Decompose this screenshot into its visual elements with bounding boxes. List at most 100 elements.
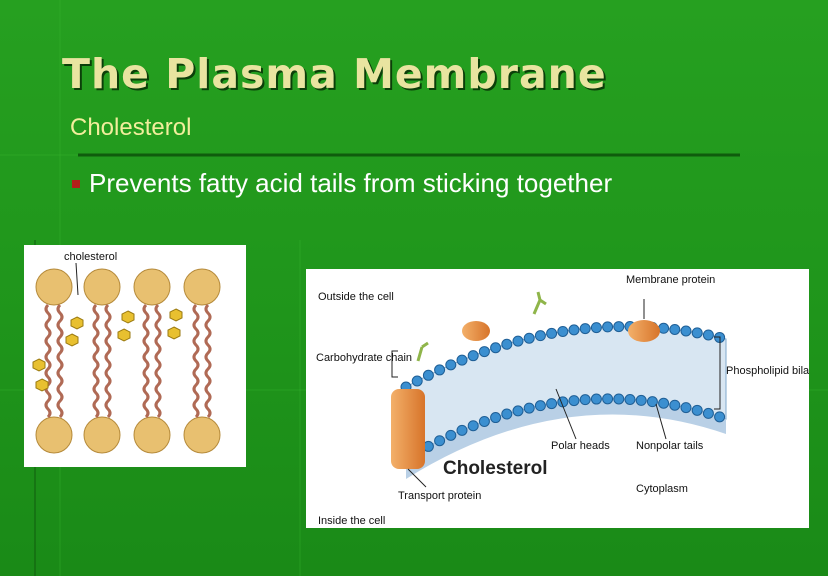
cholesterol-figure-label: Cholesterol (443, 458, 548, 479)
bullet-square-icon (72, 179, 80, 188)
fatty-acid-tail (104, 303, 112, 419)
polar-head (490, 342, 502, 354)
cholesterol-label: cholesterol (64, 251, 117, 263)
polar-head (691, 327, 703, 339)
phospholipid-head (133, 268, 171, 306)
polar-head (680, 402, 692, 414)
membrane-protein-right (628, 320, 660, 342)
polar-head (546, 327, 558, 339)
polar-head (478, 415, 490, 427)
polar-head (456, 424, 468, 436)
transport-protein-pointer (407, 468, 427, 488)
phospholipid-head (83, 416, 121, 454)
polar-head (478, 346, 490, 358)
polar-head (602, 393, 614, 405)
fatty-acid-tail (204, 303, 212, 419)
phospholipid-tails (44, 303, 212, 419)
polar-head (501, 408, 513, 420)
polar-heads-pointer (555, 388, 577, 440)
carbohydrate-chain-label: Carbohydrate chain (316, 352, 412, 364)
polar-head (658, 322, 670, 334)
bullet-text: Prevents fatty acid tails from sticking … (89, 168, 613, 198)
polar-head (602, 321, 614, 333)
fatty-acid-tail (142, 303, 150, 419)
polar-head (669, 399, 681, 411)
polar-head (702, 407, 714, 419)
polar-head (490, 412, 502, 424)
polar-heads-top (400, 321, 726, 393)
membrane-protein-label: Membrane protein (626, 274, 715, 286)
phospholipid-head (183, 416, 221, 454)
polar-head (467, 350, 479, 362)
polar-heads-bottom (400, 393, 726, 465)
polar-head (658, 397, 670, 409)
polar-head (714, 411, 726, 423)
polar-head (534, 330, 546, 342)
nonpolar-tails-pointer (655, 403, 667, 440)
polar-head (523, 402, 535, 414)
cholesterol-ring (35, 378, 49, 392)
cholesterol-ring (121, 310, 135, 324)
polar-head (646, 396, 658, 408)
cholesterol-ring (117, 328, 131, 342)
phospholipid-head (35, 416, 73, 454)
polar-head (624, 394, 636, 405)
polar-head (579, 323, 591, 335)
polar-head (680, 325, 692, 337)
slide-subtitle: Cholesterol (70, 114, 192, 141)
phospholipid-head (83, 268, 121, 306)
polar-head (434, 364, 446, 376)
transport-protein-label: Transport protein (398, 490, 481, 502)
polar-head (467, 420, 479, 432)
cholesterol-ring (65, 333, 79, 347)
outside-label: Outside the cell (318, 291, 394, 303)
polar-head (568, 324, 580, 336)
nonpolar-tails-label: Nonpolar tails (636, 440, 704, 452)
phospholipid-head (183, 268, 221, 306)
cytoplasm-label: Cytoplasm (636, 483, 688, 495)
polar-head (434, 435, 446, 447)
polar-head (557, 325, 569, 337)
polar-head (613, 393, 625, 405)
cholesterol-rings (32, 308, 183, 392)
polar-head (691, 404, 703, 416)
cholesterol-pointer (75, 262, 79, 296)
polar-head (523, 332, 535, 344)
polar-head (456, 354, 468, 366)
polar-head (568, 395, 580, 407)
polar-head (411, 375, 423, 387)
membrane-protein-left (462, 321, 490, 341)
bilayer-bracket (714, 336, 721, 410)
cholesterol-ring (169, 308, 183, 322)
plasma-membrane-figure: Outside the cell Membrane protein Carboh… (306, 269, 809, 528)
fatty-acid-tail (56, 303, 64, 419)
cholesterol-ring (32, 358, 46, 372)
transport-protein-shape (391, 389, 425, 469)
polar-head (590, 322, 602, 334)
carbohydrate-bracket (391, 350, 398, 378)
phospholipid-heads (35, 268, 221, 454)
polar-head (512, 405, 524, 417)
polar-head (445, 359, 457, 371)
polar-head (445, 429, 457, 441)
fatty-acid-tail (192, 303, 200, 419)
inside-label: Inside the cell (318, 515, 385, 527)
polar-head (512, 335, 524, 347)
bullet-item: Prevents fatty acid tails from sticking … (72, 168, 612, 199)
polar-head (669, 323, 681, 335)
fatty-acid-tail (44, 303, 52, 419)
polar-head (422, 369, 434, 381)
cholesterol-ring (167, 326, 181, 340)
phospholipid-head (35, 268, 73, 306)
fatty-acid-tail (92, 303, 100, 419)
slide-title: The Plasma Membrane (62, 50, 607, 98)
membrane-diagram: Outside the cell Membrane protein Carboh… (316, 274, 809, 527)
polar-head (702, 329, 714, 341)
cholesterol-bilayer-figure: cholesterol (24, 245, 246, 467)
fatty-acid-tail (154, 303, 162, 419)
polar-head (590, 393, 602, 405)
polar-heads-label: Polar heads (551, 440, 610, 452)
polar-head (501, 338, 513, 350)
polar-head (579, 394, 591, 406)
carbohydrate-chain-left (416, 341, 429, 362)
